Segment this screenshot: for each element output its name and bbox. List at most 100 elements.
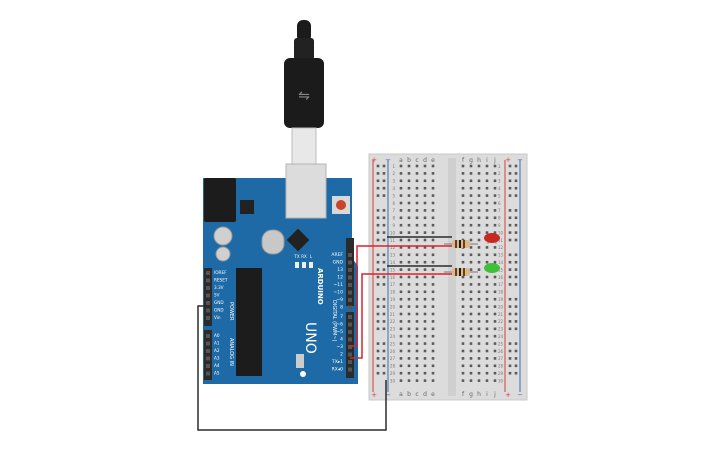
breadboard-hole[interactable] [493,164,497,168]
breadboard-hole[interactable] [415,246,419,249]
breadboard-hole[interactable] [469,379,473,382]
rail-hole[interactable] [508,342,512,345]
breadboard-hole[interactable] [399,216,403,220]
wire-gnd-loop[interactable] [197,305,387,431]
breadboard-hole[interactable] [423,297,427,301]
rail-hole[interactable] [514,305,518,308]
breadboard-hole[interactable] [423,179,427,183]
breadboard-hole[interactable] [477,379,481,382]
rail-hole[interactable] [376,349,380,353]
breadboard-hole[interactable] [477,209,481,212]
breadboard-hole[interactable] [415,201,419,205]
rail-hole[interactable] [376,327,380,331]
breadboard-hole[interactable] [399,320,403,323]
breadboard-hole[interactable] [423,253,427,257]
rail-hole[interactable] [514,342,518,345]
rail-hole[interactable] [382,320,386,323]
green-led[interactable] [484,263,500,273]
breadboard-hole[interactable] [461,201,465,205]
breadboard-hole[interactable] [461,364,465,368]
breadboard-hole[interactable] [431,334,435,338]
breadboard-hole[interactable] [431,312,435,316]
breadboard-hole[interactable] [415,334,419,338]
rail-hole[interactable] [508,260,512,264]
breadboard-hole[interactable] [477,290,481,294]
breadboard-hole[interactable] [469,357,473,360]
red-led[interactable] [484,233,500,244]
arduino-uno-board[interactable]: ARDUINO UNO DIGITAL (PWM~) POWER ANALOG … [203,163,358,384]
rail-hole[interactable] [376,253,380,257]
rail-hole[interactable] [508,327,512,331]
breadboard-hole[interactable] [423,231,427,234]
breadboard-hole[interactable] [469,268,473,271]
breadboard-hole[interactable] [469,253,473,257]
breadboard-hole[interactable] [407,238,411,242]
rail-hole[interactable] [382,260,386,264]
rail-hole[interactable] [508,253,512,257]
breadboard-hole[interactable] [415,371,419,375]
breadboard-hole[interactable] [477,253,481,257]
breadboard-hole[interactable] [461,275,465,279]
breadboard-hole[interactable] [431,275,435,279]
rail-hole[interactable] [376,216,380,220]
breadboard-hole[interactable] [477,231,481,234]
rail-hole[interactable] [382,275,386,279]
rail-hole[interactable] [508,194,512,197]
breadboard-hole[interactable] [493,305,497,308]
breadboard-hole[interactable] [477,327,481,331]
breadboard-hole[interactable] [399,238,403,242]
rail-hole[interactable] [382,194,386,197]
rail-hole[interactable] [508,312,512,316]
breadboard-hole[interactable] [485,357,489,360]
breadboard-hole[interactable] [469,320,473,323]
breadboard-hole[interactable] [461,305,465,308]
breadboard-hole[interactable] [493,371,497,375]
breadboard-hole[interactable] [461,179,465,183]
breadboard-hole[interactable] [415,312,419,316]
power-pin[interactable] [206,293,210,298]
rail-hole[interactable] [508,268,512,271]
breadboard-hole[interactable] [399,371,403,375]
breadboard-hole[interactable] [485,379,489,382]
breadboard-hole[interactable] [469,231,473,234]
rail-hole[interactable] [376,357,380,360]
breadboard-hole[interactable] [399,283,403,286]
breadboard-hole[interactable] [423,201,427,205]
breadboard-hole[interactable] [461,327,465,331]
rail-hole[interactable] [514,275,518,279]
breadboard-hole[interactable] [399,312,403,316]
breadboard-hole[interactable] [399,327,403,331]
breadboard-hole[interactable] [493,216,497,220]
rail-hole[interactable] [508,371,512,375]
rail-hole[interactable] [376,297,380,301]
rail-hole[interactable] [376,223,380,227]
rail-hole[interactable] [508,216,512,220]
rail-hole[interactable] [376,194,380,197]
breadboard-hole[interactable] [423,238,427,242]
breadboard-hole[interactable] [477,201,481,205]
breadboard-hole[interactable] [431,179,435,183]
breadboard-hole[interactable] [485,253,489,257]
breadboard-hole[interactable] [477,275,481,279]
breadboard-hole[interactable] [485,320,489,323]
breadboard-hole[interactable] [423,379,427,382]
breadboard-hole[interactable] [399,164,403,168]
rail-hole[interactable] [376,312,380,316]
breadboard-hole[interactable] [431,260,435,264]
breadboard-hole[interactable] [485,342,489,345]
breadboard-hole[interactable] [415,268,419,271]
rail-hole[interactable] [382,357,386,360]
usb-cable[interactable]: ⇋ [284,20,324,167]
rail-hole[interactable] [508,305,512,308]
breadboard-hole[interactable] [399,349,403,353]
breadboard-hole[interactable] [415,172,419,175]
breadboard-hole[interactable] [415,164,419,168]
breadboard-hole[interactable] [423,186,427,190]
breadboard-hole[interactable] [431,223,435,227]
breadboard-hole[interactable] [493,201,497,205]
rail-hole[interactable] [514,349,518,353]
power-pin[interactable] [206,316,210,320]
breadboard-hole[interactable] [415,194,419,197]
breadboard-hole[interactable] [461,342,465,345]
